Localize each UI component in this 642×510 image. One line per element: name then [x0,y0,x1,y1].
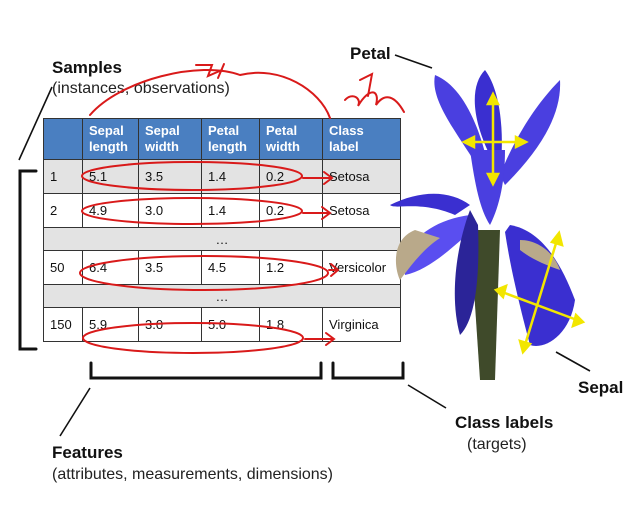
ellipsis-cell: … [43,284,401,308]
cell-petal-length: 4.5 [201,250,260,285]
header-sepal-width: Sepal width [138,118,202,160]
bracket-scribble [195,63,225,79]
iris-data-table: Sepal length Sepal width Petal length Pe… [43,118,401,342]
table-row: 1 5.1 3.5 1.4 0.2 Setosa [43,159,401,194]
cell-sepal-width: 3.5 [138,250,202,285]
samples-bracket [18,169,38,351]
cell-sepal-length: 5.9 [82,307,139,342]
cell-sepal-length: 6.4 [82,250,139,285]
header-petal-length: Petal length [201,118,260,160]
table-header-row: Sepal length Sepal width Petal length Pe… [43,118,401,160]
ellipsis-cell: … [43,227,401,251]
cell-sepal-width: 3.0 [138,193,202,228]
cell-class-label: Setosa [322,159,401,194]
features-title: Features [52,443,123,462]
class-labels-bracket [331,361,405,380]
y-scribble [359,72,374,97]
sepal-label: Sepal [578,378,624,397]
header-sepal-length: Sepal length [82,118,139,160]
flower-stem [470,230,500,380]
cell-petal-length: 5.0 [201,307,260,342]
cell-petal-width: 0.2 [259,193,323,228]
class-labels-title: Class labels [455,413,554,432]
ellipsis-row: … [43,284,401,308]
row-index: 150 [43,307,83,342]
samples-subtitle: (instances, observations) [52,80,230,97]
cell-petal-length: 1.4 [201,193,260,228]
wave-scribble [344,91,405,113]
cell-sepal-width: 3.0 [138,307,202,342]
cell-sepal-width: 3.5 [138,159,202,194]
petal-shape [474,70,502,175]
header-index [43,118,83,160]
cell-petal-width: 1.2 [259,250,323,285]
measurement-arrows [461,91,586,355]
table-row: 150 5.9 3.0 5.0 1.8 Virginica [43,307,401,342]
samples-title: Samples [52,58,122,77]
class-labels-subtitle: (targets) [467,436,527,453]
table-row: 2 4.9 3.0 1.4 0.2 Setosa [43,193,401,228]
cell-sepal-length: 5.1 [82,159,139,194]
class-labels-pointer [407,384,447,409]
sepal-pointer [555,351,591,372]
cell-petal-width: 0.2 [259,159,323,194]
features-bracket [89,361,323,380]
petal-label: Petal [350,44,391,63]
row-index: 50 [43,250,83,285]
iris-flower-image [390,70,575,380]
ellipsis-row: … [43,227,401,251]
header-petal-width: Petal width [259,118,323,160]
row-index: 2 [43,193,83,228]
cell-class-label: Virginica [322,307,401,342]
cell-class-label: Versicolor [322,250,401,285]
table-row: 50 6.4 3.5 4.5 1.2 Versicolor [43,250,401,285]
row-index: 1 [43,159,83,194]
cell-class-label: Setosa [322,193,401,228]
cell-sepal-length: 4.9 [82,193,139,228]
features-subtitle: (attributes, measurements, dimensions) [52,466,333,483]
sepal-shape [505,225,575,346]
cell-petal-width: 1.8 [259,307,323,342]
features-pointer [59,387,91,437]
cell-petal-length: 1.4 [201,159,260,194]
petal-pointer [394,54,433,69]
header-class-label: Class label [322,118,401,160]
